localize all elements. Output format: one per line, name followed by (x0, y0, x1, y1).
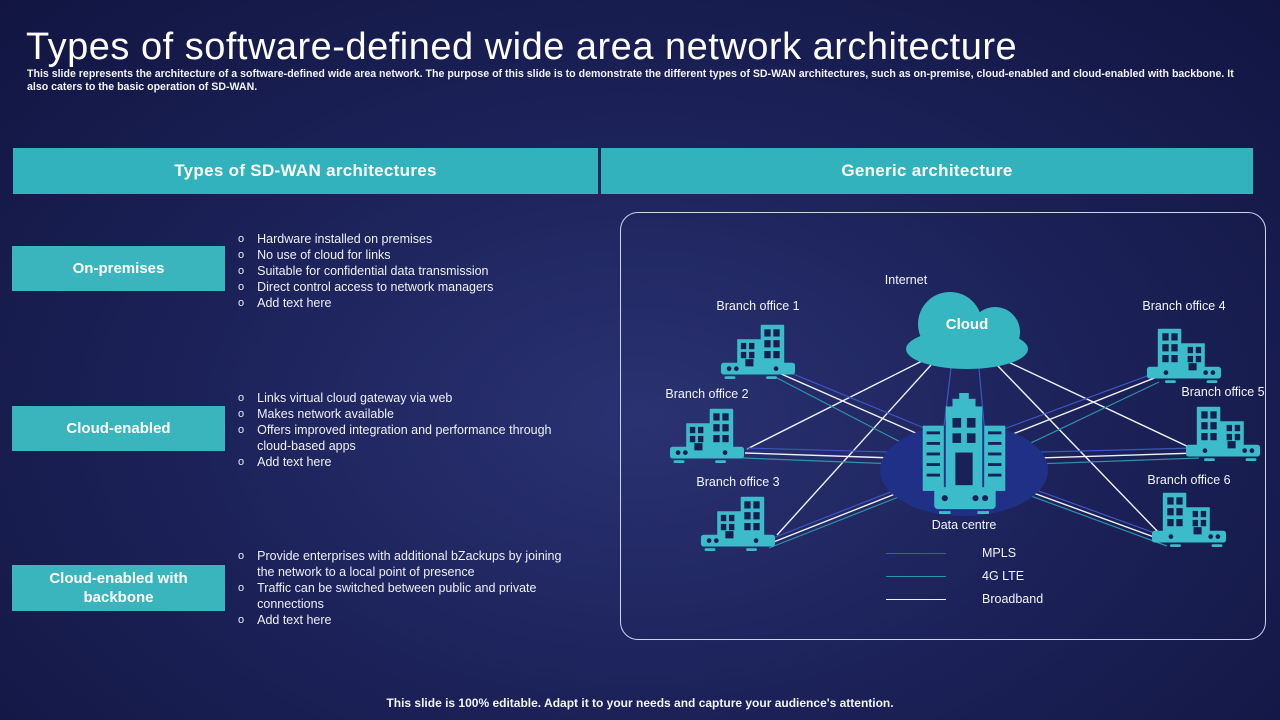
column-header-types-label: Types of SD-WAN architectures (174, 161, 437, 180)
legend-row-mpls: MPLS (886, 545, 1016, 561)
legend-line-mpls (886, 552, 946, 554)
arch-box-cloud-backbone: Cloud-enabled with backbone (12, 565, 225, 611)
branch-office-4: Branch office 4 (1128, 298, 1240, 383)
internet-label: Internet (884, 273, 928, 287)
bullet-item: o Makes network available (238, 406, 570, 422)
bullet-marker: o (238, 424, 245, 436)
cloud-label: Cloud (945, 316, 989, 333)
arch-box-cloud-enabled: Cloud-enabled (12, 406, 225, 451)
cloud-icon (906, 292, 1028, 369)
bullet-text: Links virtual cloud gateway via web (257, 391, 453, 405)
bullet-item: o Add text here (238, 612, 570, 628)
bullet-text: Suitable for confidential data transmiss… (257, 264, 489, 278)
branch-office-label: Branch office 5 (1181, 385, 1265, 399)
column-header-generic: Generic architecture (601, 148, 1253, 194)
branch-office-label: Branch office 6 (1147, 473, 1231, 487)
bullet-marker: o (238, 550, 245, 562)
bullet-item: o Direct control access to network manage… (238, 279, 570, 295)
bullet-marker: o (238, 614, 245, 626)
branch-office-label: Branch office 3 (696, 475, 780, 489)
legend-label-mpls: MPLS (982, 546, 1017, 560)
bullet-marker: o (238, 281, 245, 293)
column-header-generic-label: Generic architecture (841, 161, 1013, 180)
page-title: Types of software-defined wide area netw… (26, 26, 1018, 68)
legend-line-4g-lte (886, 575, 946, 577)
bullet-item: o Traffic can be switched between public … (238, 580, 570, 612)
arch-box-on-premises: On-premises (12, 246, 225, 291)
branch-office-3: Branch office 3 (682, 474, 794, 551)
bullet-text: Direct control access to network manager… (257, 280, 494, 294)
bullet-list-on-premises: o Hardware installed on premises o No use … (238, 231, 570, 311)
generic-architecture-diagram: Internet Cloud (620, 212, 1266, 640)
column-header-types: Types of SD-WAN architectures (13, 148, 598, 194)
branch-office-label: Branch office 1 (716, 299, 800, 313)
branch-office-label: Branch office 2 (665, 387, 749, 401)
bullet-item: o Provide enterprises with additional bZa… (238, 548, 570, 580)
bullet-marker: o (238, 265, 245, 277)
branch-office-1: Branch office 1 (702, 298, 814, 379)
branch-office-icon (669, 408, 745, 463)
branch-office-icon (720, 324, 796, 379)
bullet-text: Hardware installed on premises (257, 232, 433, 246)
branch-office-5: Branch office 5 (1167, 384, 1279, 461)
bullet-marker: o (238, 456, 245, 468)
bullet-marker: o (238, 249, 245, 261)
data-centre-icon (922, 393, 1006, 514)
bullet-item: o Add text here (238, 295, 570, 311)
bullet-text: Makes network available (257, 407, 394, 421)
bullet-marker: o (238, 233, 245, 245)
branch-office-icon (1146, 328, 1222, 383)
bullet-item: o Add text here (238, 454, 570, 470)
cloud: Cloud (892, 286, 1042, 372)
branch-office-6: Branch office 6 (1133, 472, 1245, 547)
branch-office-icon (1151, 492, 1227, 547)
bullet-marker: o (238, 297, 245, 309)
bullet-list-cloud-backbone: o Provide enterprises with additional bZa… (238, 548, 570, 628)
bullet-text: Traffic can be switched between public a… (257, 581, 537, 611)
bullet-text: Add text here (257, 296, 332, 310)
bullet-marker: o (238, 408, 245, 420)
branch-office-2: Branch office 2 (651, 386, 763, 463)
legend-line-broadband (886, 598, 946, 600)
bullet-text: Provide enterprises with additional bZac… (257, 549, 562, 579)
legend-label-4g-lte: 4G LTE (982, 569, 1025, 583)
branch-office-icon (1185, 406, 1261, 461)
bullet-item: o Links virtual cloud gateway via web (238, 390, 570, 406)
bullet-item: o No use of cloud for links (238, 247, 570, 263)
legend-row-4g-lte: 4G LTE (886, 568, 1024, 584)
bullet-item: o Hardware installed on premises (238, 231, 570, 247)
bullet-text: Add text here (257, 613, 332, 627)
bullet-item: o Suitable for confidential data transmis… (238, 263, 570, 279)
legend-row-broadband: Broadband (886, 591, 1043, 607)
bullet-item: o Offers improved integration and perform… (238, 422, 570, 454)
branch-office-icon (700, 496, 776, 551)
bullet-text: Add text here (257, 455, 332, 469)
footer-note: This slide is 100% editable. Adapt it to… (386, 696, 894, 710)
page-subtitle: This slide represents the architecture o… (27, 68, 1234, 93)
bullet-marker: o (238, 582, 245, 594)
legend-label-broadband: Broadband (982, 592, 1044, 606)
bullet-marker: o (238, 392, 245, 404)
branch-office-label: Branch office 4 (1142, 299, 1226, 313)
bullet-text: No use of cloud for links (257, 248, 391, 262)
bullet-text: Offers improved integration and performa… (257, 423, 552, 453)
data-centre-label: Data centre (931, 518, 997, 532)
